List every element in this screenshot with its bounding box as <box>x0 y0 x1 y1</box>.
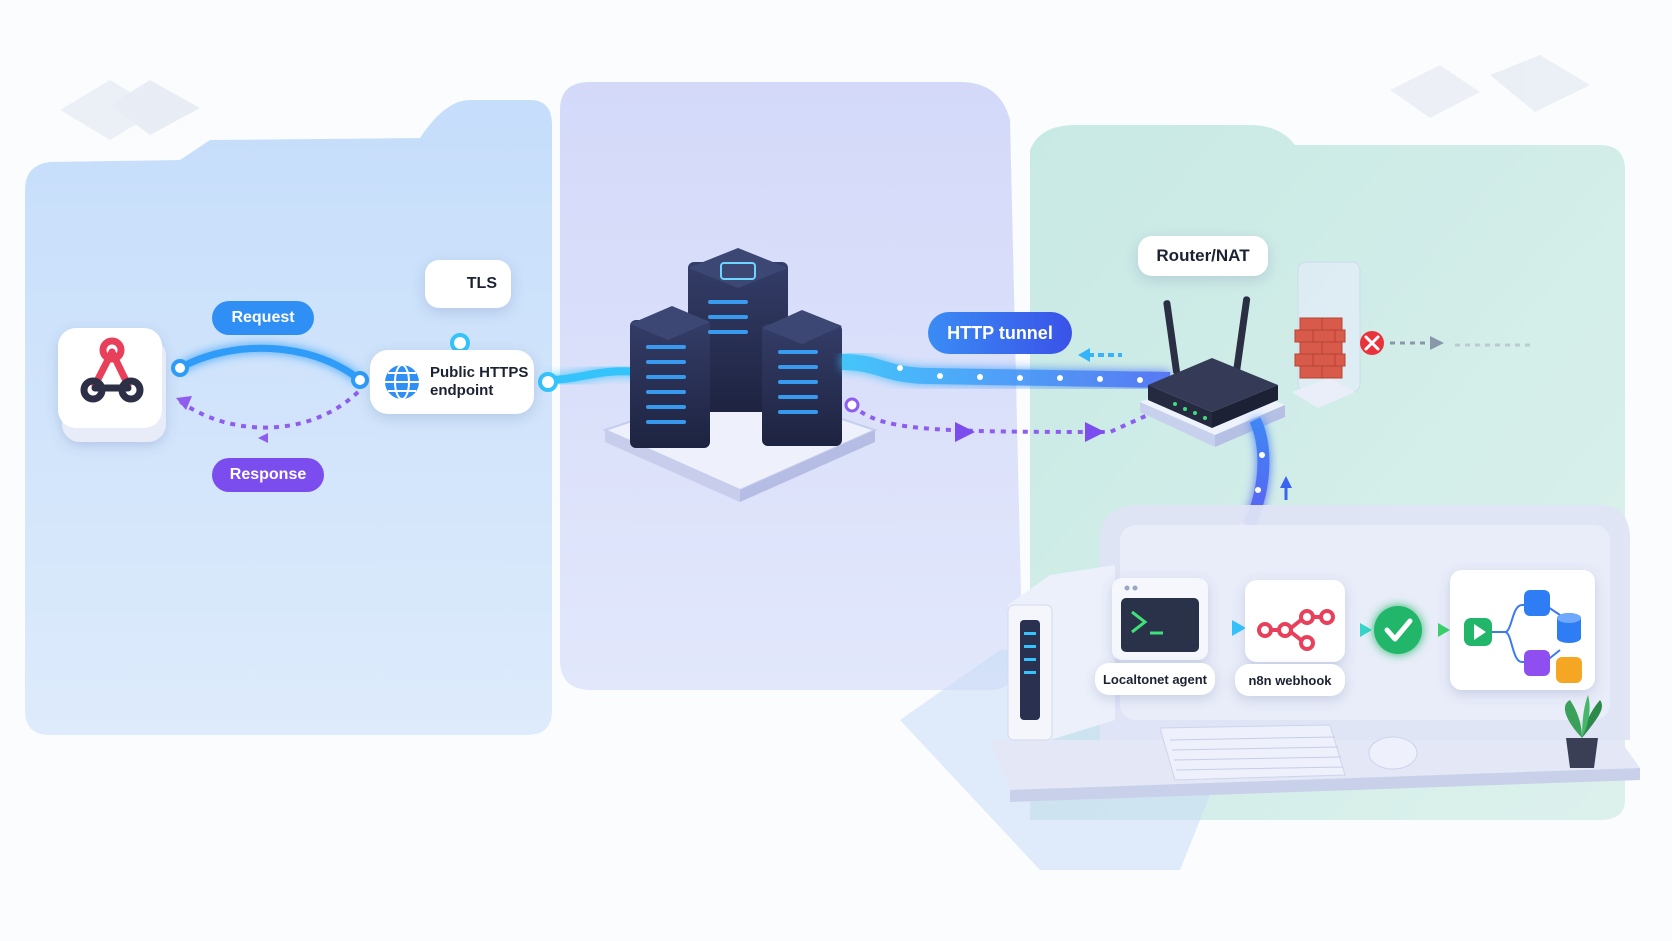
n8n-nodes-icon <box>1257 609 1335 651</box>
workflow-icon <box>1464 590 1582 683</box>
router-nat-label: Router/NAT <box>1138 236 1268 276</box>
tunnel-return-flow <box>844 397 1171 442</box>
request-label: Request <box>212 301 314 335</box>
blocked-inbound-line <box>1390 336 1530 350</box>
localtonet-agent-label: Localtonet agent <box>1095 663 1215 695</box>
tls-label: TLS <box>466 275 497 292</box>
agent-to-webhook-arrow <box>1208 620 1246 636</box>
check-to-workflow-arrow <box>1424 623 1450 637</box>
router-icon <box>1140 296 1285 447</box>
response-label: Response <box>212 458 324 492</box>
decorative-shapes <box>60 55 1590 140</box>
blocked-x-icon <box>1360 331 1384 355</box>
http-tunnel-line <box>841 348 1171 388</box>
server-cluster-icon <box>602 248 878 502</box>
shield-check-icon <box>1374 606 1422 654</box>
response-flow-line <box>176 390 360 443</box>
n8n-webhook-card <box>1245 580 1345 662</box>
public-https-endpoint: Public HTTPS endpoint <box>370 350 534 414</box>
internet-panel <box>25 100 552 735</box>
http-tunnel-label: HTTP tunnel <box>928 312 1072 354</box>
webhook-icon <box>80 337 144 403</box>
terminal-icon <box>1131 610 1163 635</box>
tls-badge: TLS <box>425 260 511 308</box>
localtonet-agent-card <box>1112 578 1208 660</box>
globe-icon <box>385 364 419 400</box>
n8n-webhook-label: n8n webhook <box>1235 664 1345 696</box>
request-flow-line <box>171 344 369 389</box>
firewall-icon <box>1292 261 1361 408</box>
endpoint-label-line1: Public HTTPS <box>430 364 529 381</box>
endpoint-label-line2: endpoint <box>430 382 494 399</box>
webhook-sender-card <box>58 328 166 442</box>
plant-icon <box>1564 695 1602 768</box>
webhook-to-check-arrow <box>1345 623 1372 637</box>
